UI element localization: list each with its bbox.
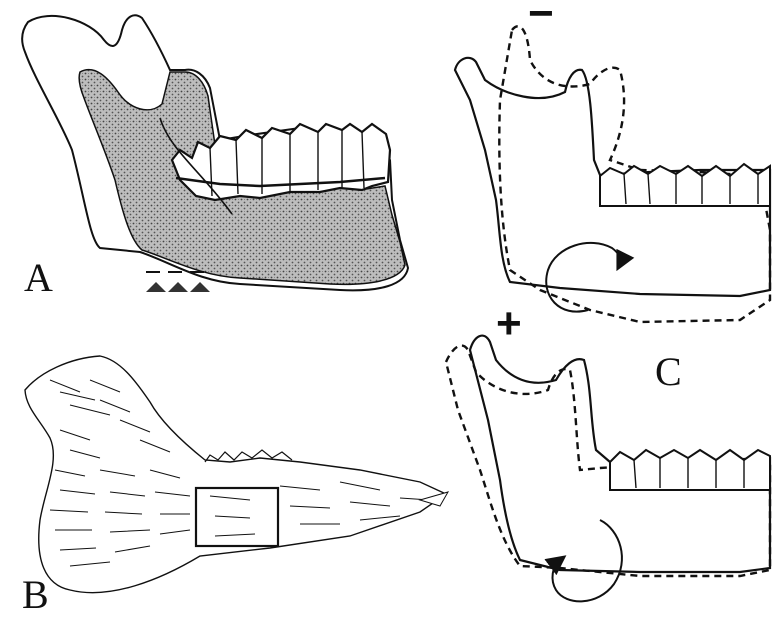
panel-c-top-diagram [455,26,770,322]
plus-sign: + [496,302,522,346]
panel-label-a: A [24,258,53,298]
panel-label-c: C [655,352,682,392]
panel-c-bottom-diagram [446,336,770,602]
rotation-arrow-c-top [546,243,620,312]
teeth-c-bottom [610,450,770,490]
panel-b-diagram [25,356,448,593]
panel-label-b: B [22,575,49,615]
rotation-arrow-c-bottom [553,520,622,601]
panel-a-diagram [22,15,408,292]
minus-sign: − [528,0,554,36]
mandible-outline-b [25,356,446,593]
